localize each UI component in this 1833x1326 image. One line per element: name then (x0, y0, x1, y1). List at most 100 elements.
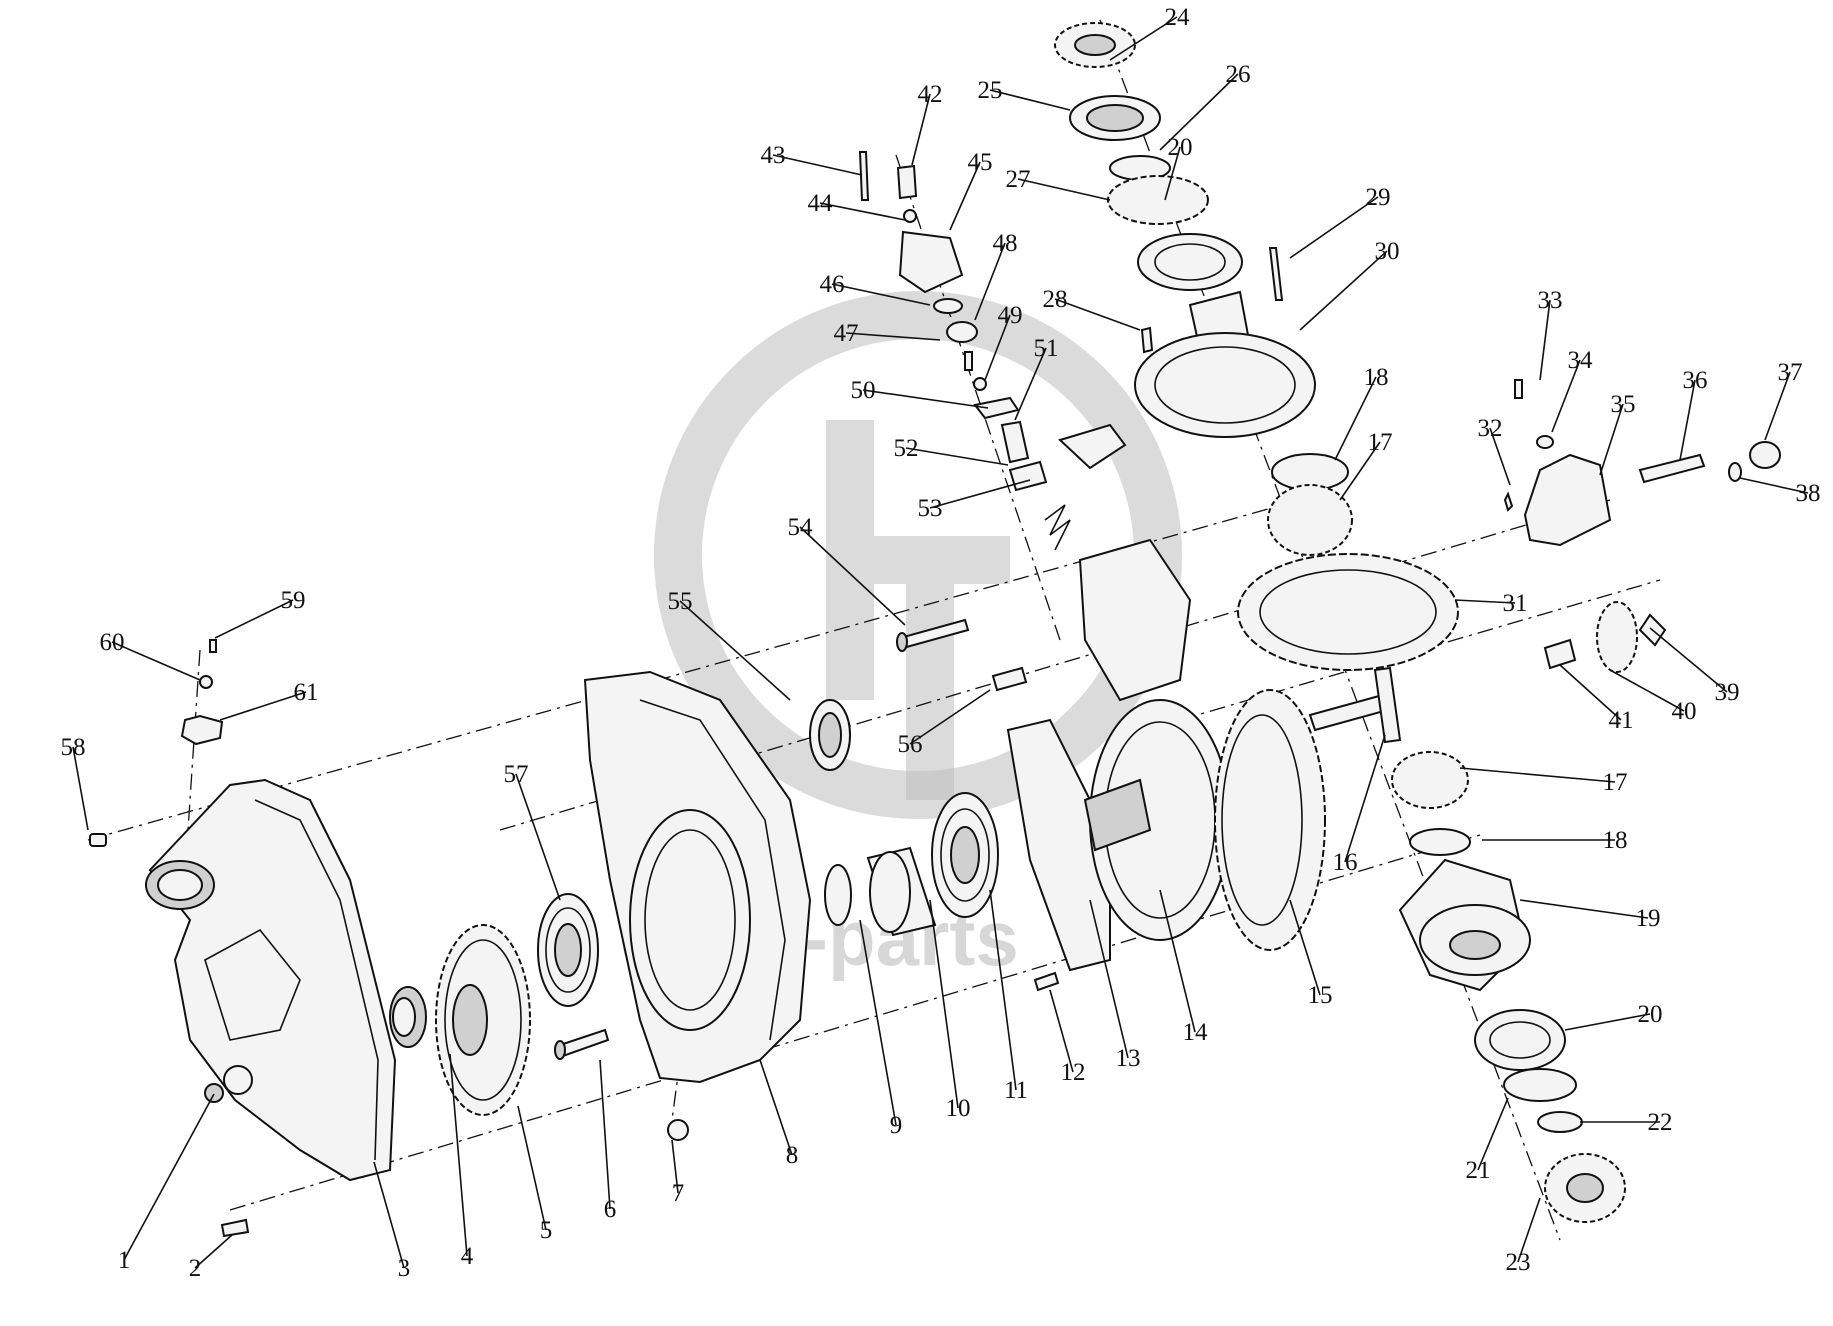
leader-line-30 (1299, 250, 1388, 331)
leader-line-40 (1609, 669, 1685, 712)
leader-line-27 (1017, 178, 1111, 201)
part-label-33: 33 (1538, 287, 1563, 314)
bearing-11 (931, 792, 999, 918)
part-label-21: 21 (1466, 1157, 1491, 1184)
leader-line-5 (517, 1105, 547, 1231)
leader-line-38 (1739, 477, 1809, 494)
leader-line-11 (989, 889, 1017, 1091)
leader-line-48 (974, 242, 1006, 321)
part-label-48: 48 (993, 230, 1018, 257)
part-label-20: 20 (1638, 1001, 1663, 1028)
leader-line-47 (845, 332, 941, 341)
leader-line-23 (1517, 1197, 1541, 1263)
part-label-3: 3 (398, 1255, 411, 1282)
leader-line-46 (831, 283, 931, 306)
part-label-4: 4 (461, 1243, 474, 1270)
part-label-54: 54 (788, 514, 814, 541)
part-label-58: 58 (61, 734, 86, 761)
leader-line-50 (862, 389, 989, 409)
leader-line-20 (1564, 1013, 1651, 1031)
leader-line-10 (929, 899, 959, 1109)
part-label-7: 7 (672, 1180, 685, 1207)
part-label-2: 2 (189, 1255, 202, 1282)
part-label-39: 39 (1715, 679, 1740, 706)
leader-line-44 (819, 202, 906, 221)
part-label-10: 10 (946, 1095, 971, 1122)
leader-line-18 (1334, 376, 1377, 461)
bevel-gear-15 (1214, 689, 1326, 951)
leader-line-7 (671, 1139, 679, 1194)
leader-line-31 (1454, 599, 1516, 604)
part-label-26: 26 (1226, 61, 1251, 88)
leader-line-12 (1049, 989, 1074, 1073)
oil-seal-55 (809, 699, 851, 771)
top-differential-stack (1054, 22, 1353, 556)
part-label-18: 18 (1603, 827, 1628, 854)
part-label-46: 46 (820, 271, 845, 298)
leader-line-17 (1459, 767, 1616, 783)
part-label-50: 50 (851, 377, 876, 404)
leader-line-13 (1089, 899, 1129, 1059)
leader-line-16 (1344, 734, 1386, 863)
leader-line-32 (1489, 427, 1511, 486)
part-label-17: 17 (1603, 769, 1628, 796)
part-label-38: 38 (1796, 480, 1821, 507)
part-label-23: 23 (1506, 1249, 1531, 1276)
leader-line-14 (1159, 889, 1196, 1033)
leader-line-37 (1764, 371, 1791, 441)
leader-line-19 (1519, 899, 1649, 919)
leader-line-61 (219, 691, 307, 721)
part-label-61: 61 (294, 679, 319, 706)
part-label-24: 24 (1165, 4, 1191, 31)
part-label-9: 9 (890, 1112, 903, 1139)
part-label-53: 53 (918, 495, 943, 522)
leader-line-29 (1289, 196, 1379, 259)
leader-line-51 (1014, 347, 1047, 421)
part-label-5: 5 (540, 1217, 553, 1244)
part-label-59: 59 (281, 587, 306, 614)
part-label-45: 45 (968, 149, 993, 176)
leader-line-24 (1109, 16, 1178, 61)
part-label-51: 51 (1034, 335, 1059, 362)
left-cover-housing (145, 778, 397, 1182)
part-label-19: 19 (1636, 905, 1661, 932)
part-label-36: 36 (1683, 367, 1708, 394)
leader-line-33 (1539, 299, 1551, 381)
part-label-42: 42 (918, 81, 943, 108)
part-label-31: 31 (1503, 590, 1528, 617)
leader-line-25 (989, 89, 1071, 111)
leader-line-26 (1159, 73, 1239, 151)
left-small-parts (89, 639, 250, 1238)
lower-differential-stack (1308, 666, 1626, 1223)
leader-line-56 (909, 689, 991, 745)
part-label-32: 32 (1478, 415, 1503, 442)
leader-line-3 (373, 1161, 405, 1269)
ring-gear (1237, 553, 1459, 671)
part-label-30: 30 (1375, 238, 1400, 265)
part-label-37: 37 (1778, 359, 1803, 386)
snap-ring-9 (824, 864, 852, 926)
pin-56 (991, 666, 1028, 692)
leader-line-41 (1559, 664, 1622, 721)
leader-line-6 (599, 1059, 611, 1210)
leader-line-34 (1551, 359, 1581, 433)
leader-line-36 (1679, 379, 1696, 461)
part-label-60: 60 (100, 629, 125, 656)
part-label-1: 1 (118, 1247, 131, 1274)
leader-line-43 (772, 154, 863, 176)
leader-line-59 (214, 599, 294, 639)
part-label-35: 35 (1611, 391, 1636, 418)
part-label-55: 55 (668, 588, 693, 615)
part-label-8: 8 (786, 1142, 799, 1169)
leader-line-53 (929, 479, 1031, 509)
leader-line-9 (859, 919, 897, 1126)
part-label-40: 40 (1672, 698, 1697, 725)
leader-line-4 (449, 1053, 468, 1257)
leader-line-2 (194, 1234, 233, 1269)
leader-line-60 (111, 641, 201, 681)
bolt-6 (554, 1028, 610, 1060)
part-label-13: 13 (1116, 1045, 1141, 1072)
part-label-18: 18 (1364, 364, 1389, 391)
